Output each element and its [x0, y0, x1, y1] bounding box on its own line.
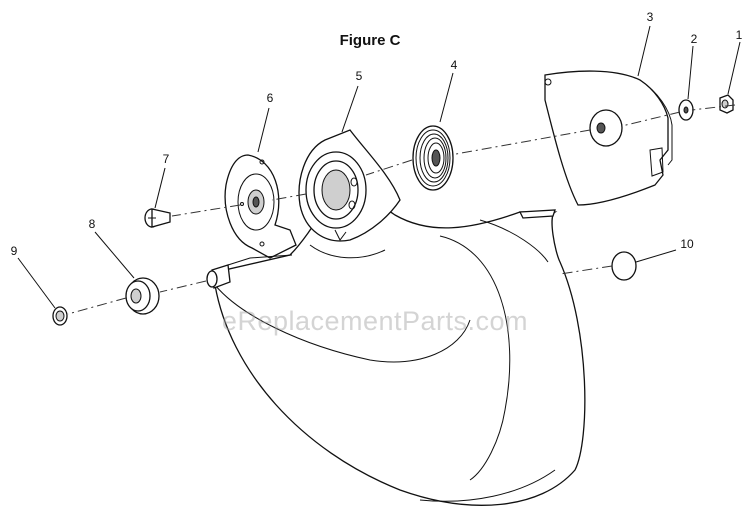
part-5-upper-guard: [298, 129, 401, 242]
callout-7: 7: [162, 152, 170, 166]
part-3-cover-plate: [544, 70, 673, 206]
leader-lines: [17, 25, 741, 309]
callout-4: 4: [450, 58, 458, 72]
part-4-spring: [412, 125, 454, 191]
callout-2: 2: [690, 32, 698, 46]
figure-title: Figure C: [339, 32, 401, 49]
watermark: eReplacementParts.com: [221, 306, 529, 336]
part-2-washer: [678, 99, 694, 121]
callout-10: 10: [680, 237, 694, 251]
part-8-knob: [125, 277, 160, 315]
callout-8: 8: [88, 217, 96, 231]
callout-5: 5: [355, 69, 363, 83]
callout-3: 3: [646, 10, 654, 24]
assembly-axis-lines: [67, 104, 736, 315]
callout-6: 6: [266, 91, 274, 105]
part-1-nut: [719, 94, 734, 114]
guard-stud: [206, 254, 293, 289]
part-10-disc: [611, 251, 637, 281]
part-6-flange-plate: [224, 154, 297, 259]
callout-9: 9: [10, 244, 18, 258]
part-7-screw: [144, 208, 171, 228]
part-9-nut: [52, 306, 68, 326]
callout-1: 1: [735, 28, 743, 42]
